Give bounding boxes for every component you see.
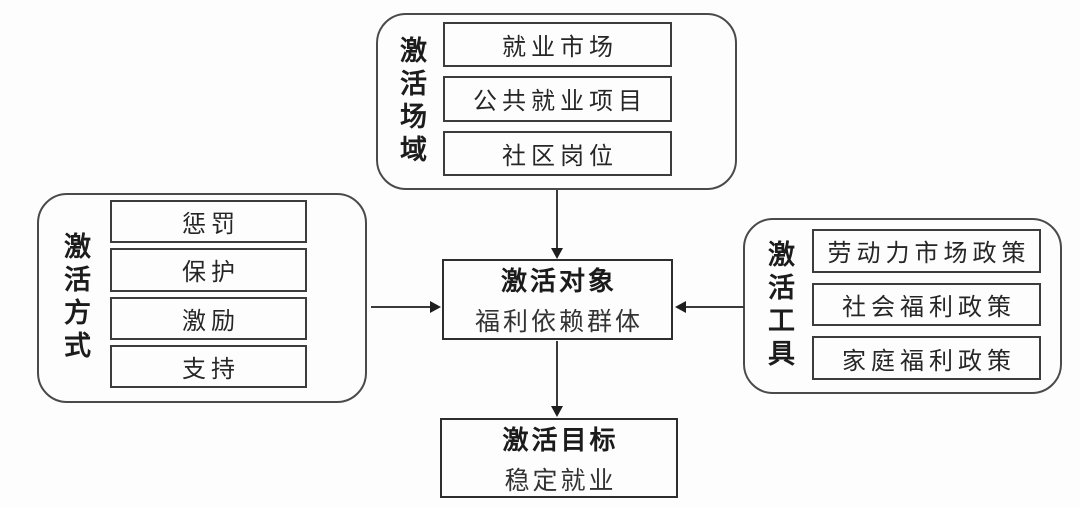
node-incentive: 激励 (110, 296, 307, 340)
arrow-object-to-goal-line (556, 341, 558, 406)
group-activation-tool-label: 激活工具 (764, 240, 794, 372)
group-activation-method: 激活方式 惩罚 保护 激励 支持 (37, 193, 367, 403)
node-family-welfare-policy: 家庭福利政策 (812, 336, 1041, 381)
node-activation-goal-title: 激活目标 (502, 424, 619, 455)
group-activation-field: 激活场域 就业市场 公共就业项目 社区岗位 (376, 13, 737, 190)
group-activation-method-label: 激活方式 (60, 232, 90, 364)
arrow-method-to-object-line (371, 306, 430, 308)
group-activation-tool-label-col: 激活工具 (745, 220, 812, 392)
node-community-post: 社区岗位 (443, 130, 672, 176)
node-activation-object-title: 激活对象 (500, 266, 617, 296)
node-protection: 保护 (110, 248, 307, 292)
node-punishment: 惩罚 (110, 200, 307, 244)
arrow-tool-to-object-line (686, 306, 744, 308)
node-public-employment-program: 公共就业项目 (443, 76, 672, 122)
arrow-field-to-object-head-icon (551, 248, 563, 259)
arrow-object-to-goal-head-icon (551, 406, 563, 417)
node-labor-market-policy: 劳动力市场政策 (812, 229, 1041, 273)
group-activation-field-items: 就业市场 公共就业项目 社区岗位 (443, 22, 672, 176)
node-social-welfare-policy: 社会福利政策 (812, 282, 1041, 327)
group-activation-method-label-col: 激活方式 (39, 195, 110, 401)
group-activation-tool-items: 劳动力市场政策 社会福利政策 家庭福利政策 (812, 229, 1041, 381)
group-activation-field-label-col: 激活场域 (378, 15, 443, 188)
group-activation-method-items: 惩罚 保护 激励 支持 (110, 200, 307, 388)
node-activation-goal: 激活目标 稳定就业 (440, 418, 678, 498)
arrow-method-to-object-head-icon (430, 301, 441, 313)
node-activation-object-subtitle: 福利依赖群体 (474, 309, 643, 336)
group-activation-tool: 激活工具 劳动力市场政策 社会福利政策 家庭福利政策 (743, 218, 1062, 394)
node-activation-object: 激活对象 福利依赖群体 (442, 259, 673, 340)
group-activation-field-label: 激活场域 (396, 35, 426, 168)
node-employment-market: 就业市场 (443, 22, 672, 68)
arrow-tool-to-object-head-icon (675, 301, 686, 313)
node-support: 支持 (110, 344, 307, 388)
node-activation-goal-subtitle: 稳定就业 (504, 467, 617, 495)
arrow-field-to-object-line (556, 190, 558, 248)
